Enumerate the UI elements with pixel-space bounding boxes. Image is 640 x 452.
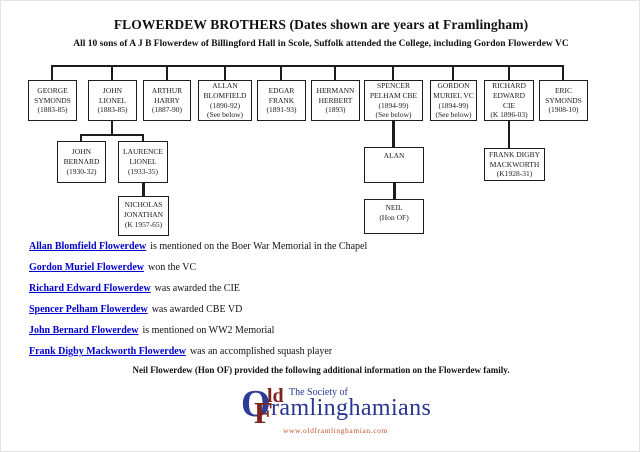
link-spencer-pelham-flowerdew[interactable]: Spencer Pelham Flowerdew <box>29 304 148 315</box>
note-text: won the VC <box>147 262 197 273</box>
tree-box-allan-blomfield: ALLAN BLOMFIELD (1890-92) (See below) <box>198 80 252 121</box>
link-gordon-muriel-flowerdew[interactable]: Gordon Muriel Flowerdew <box>29 262 144 273</box>
tree-box-laurence-lionel: LAURENCE LIONEL (1933-35) <box>118 141 168 183</box>
connector-line <box>51 65 53 80</box>
note-text: was an accomplished squash player <box>189 346 333 357</box>
tree-box-nicholas-jonathan: NICHOLAS JONATHAN (K 1957-65) <box>118 196 169 236</box>
tree-box-gordon-muriel: GORDON MURIEL VC (1894-99) (See below) <box>430 80 477 121</box>
connector-line <box>52 65 564 67</box>
logo-monogram-o: O <box>241 383 271 425</box>
link-allan-blomfield-flowerdew[interactable]: Allan Blomfield Flowerdew <box>29 241 147 252</box>
tree-box-alan: ALAN <box>364 147 424 183</box>
logo-old-suffix: ld <box>267 385 284 407</box>
link-richard-edward-flowerdew[interactable]: Richard Edward Flowerdew <box>29 283 151 294</box>
connector-line <box>111 65 113 80</box>
tree-box-frank-digby-mackworth: FRANK DIGBY MACKWORTH (K1928-31) <box>484 148 545 181</box>
tree-box-neil: NEIL (Hon OF) <box>364 199 424 234</box>
connector-line <box>508 65 510 80</box>
connector-line <box>280 65 282 80</box>
note-text: was awarded the CIE <box>154 283 240 294</box>
connector-line <box>166 65 168 80</box>
connector-line <box>224 65 226 80</box>
connector-line <box>393 183 396 199</box>
link-john-bernard-flowerdew[interactable]: John Bernard Flowerdew <box>29 325 139 336</box>
footer-note: Neil Flowerdew (Hon OF) provided the fol… <box>132 365 510 375</box>
note-text: was awarded CBE VD <box>151 304 243 315</box>
tree-box-george-symonds: GEORGE SYMONDS (1883-85) <box>28 80 77 121</box>
connector-line <box>80 134 144 136</box>
link-frank-digby-mackworth-flowerdew[interactable]: Frank Digby Mackworth Flowerdew <box>29 346 186 357</box>
connector-line <box>80 134 82 141</box>
connector-line <box>111 121 113 134</box>
tree-box-john-bernard: JOHN BERNARD (1930-32) <box>57 141 106 183</box>
connector-line <box>392 65 394 80</box>
connector-line <box>392 121 395 147</box>
tree-box-edgar-frank: EDGAR FRANK (1891-93) <box>257 80 306 121</box>
note-text: is mentioned on WW2 Memorial <box>142 325 275 336</box>
connector-line <box>452 65 454 80</box>
tree-box-hermann-herbert: HERMANN HERBERT (1893) <box>311 80 360 121</box>
tree-box-richard-edward: RICHARD EDWARD CIE (K 1896-03) <box>484 80 534 121</box>
logo-website-link[interactable]: www.oldframlinghamian.com <box>283 426 388 435</box>
page-title: FLOWERDEW BROTHERS (Dates shown are year… <box>113 17 529 32</box>
old-framlinghamians-logo: O ld The Society of F ramlinghamians www… <box>239 384 439 440</box>
note-text: is mentioned on the Boer War Memorial in… <box>150 241 368 252</box>
logo-society-line: The Society of <box>289 387 348 398</box>
tree-box-eric-symonds: ERIC SYMONDS (1908-10) <box>539 80 588 121</box>
connector-line <box>142 183 145 196</box>
connector-line <box>508 121 510 148</box>
tree-box-john-lionel: JOHN LIONEL (1883-85) <box>88 80 137 121</box>
logo-name-line: ramlinghamians <box>271 395 432 421</box>
logo-monogram-f: F <box>254 395 273 430</box>
connector-line <box>562 65 564 80</box>
connector-line <box>142 134 144 141</box>
tree-box-spencer-pelham: SPENCER PELHAM CBE (1894-99) (See below) <box>364 80 423 121</box>
connector-line <box>334 65 336 80</box>
page-subtitle: All 10 sons of A J B Flowerdew of Billin… <box>73 39 569 49</box>
tree-box-arthur-harry: ARTHUR HARRY (1887-90) <box>143 80 191 121</box>
